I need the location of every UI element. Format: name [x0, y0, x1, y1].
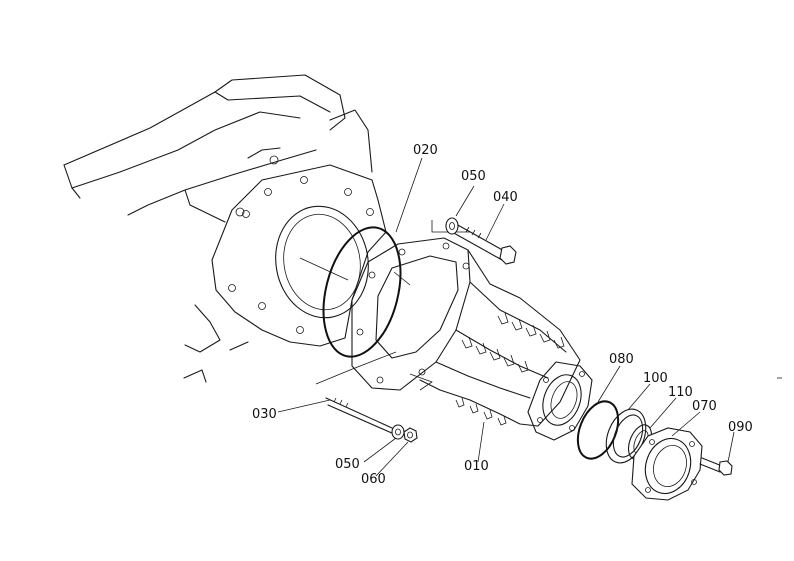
- label-060: 060: [361, 472, 386, 487]
- washer-050-lower: [391, 424, 405, 440]
- transmission-case-010: [351, 237, 593, 441]
- label-050-upper: 050: [461, 169, 486, 184]
- o-ring-020: [322, 226, 402, 358]
- guide-line: [431, 220, 470, 233]
- label-010: 010: [464, 459, 489, 474]
- label-100: 100: [643, 371, 668, 386]
- nut-060: [403, 427, 418, 443]
- cover-070: [631, 427, 703, 501]
- label-040: 040: [493, 190, 518, 205]
- label-050-lower: 050: [335, 457, 360, 472]
- stud-bolt-030: [325, 397, 395, 435]
- label-070: 070: [692, 399, 717, 414]
- label-110: 110: [668, 385, 693, 400]
- label-030: 030: [252, 407, 277, 422]
- bolt-090: [699, 457, 733, 476]
- label-020: 020: [413, 143, 438, 158]
- engine-block: [63, 74, 373, 383]
- bolt-040: [451, 223, 517, 265]
- flywheel-housing: [211, 164, 387, 347]
- washer-050-upper: [445, 217, 459, 235]
- part-labels: 020 050 040 030 050 060 010 080 100 110 …: [252, 143, 753, 487]
- o-ring-080: [576, 400, 620, 460]
- label-090: 090: [728, 420, 753, 435]
- leader-lines: [277, 157, 735, 477]
- label-080: 080: [609, 352, 634, 367]
- guide-line: [315, 351, 397, 385]
